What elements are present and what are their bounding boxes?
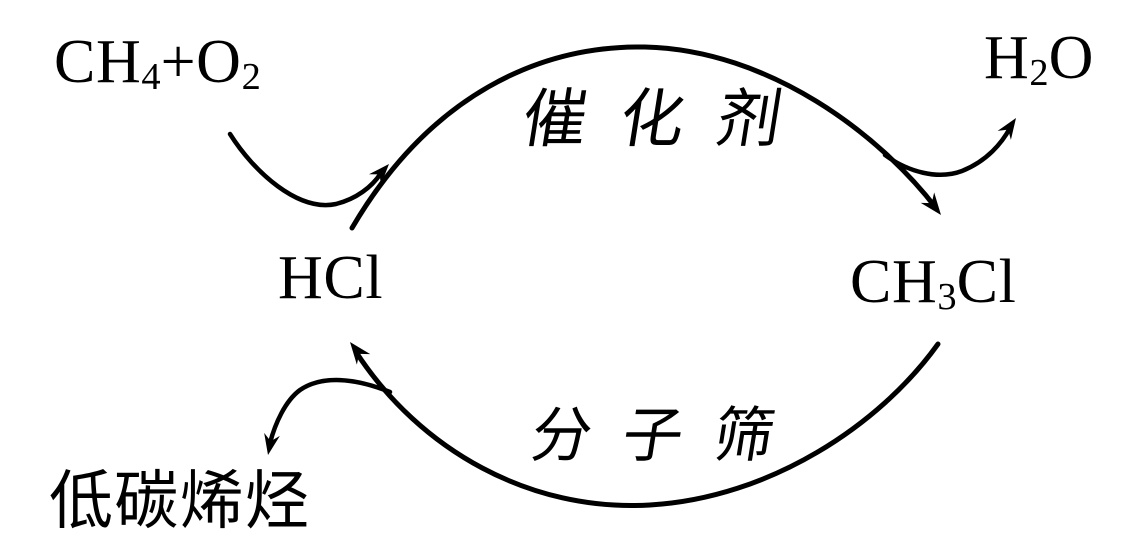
label-molecular-sieve: 分子筛 xyxy=(526,401,811,471)
label-catalyst: 催化剂 xyxy=(517,83,821,157)
label-ch3cl: CH3Cl xyxy=(850,248,1017,318)
label-low-carbon-olefins: 低碳烯烃 xyxy=(49,465,311,539)
arrowhead-to-h2o-icon xyxy=(997,118,1016,140)
arrowhead-to-olefins-icon xyxy=(264,432,280,455)
feed-arrow-ch4-o2 xyxy=(227,131,384,208)
bottom-arc-ch3cl-to-hcl xyxy=(353,341,941,509)
label-h2o: H2O xyxy=(984,24,1095,94)
arrowhead-from-ch4-o2-icon xyxy=(369,164,389,185)
arrowhead-to-hcl-icon xyxy=(350,342,371,365)
label-hcl: HCl xyxy=(278,244,384,312)
arrowhead-to-ch3cl-icon xyxy=(920,192,941,215)
top-arc-hcl-to-ch3cl xyxy=(349,44,939,231)
release-arrow-h2o xyxy=(882,125,1013,177)
release-arrow-olefins xyxy=(267,377,393,446)
label-ch4-plus-o2: CH4+O2 xyxy=(54,28,261,98)
